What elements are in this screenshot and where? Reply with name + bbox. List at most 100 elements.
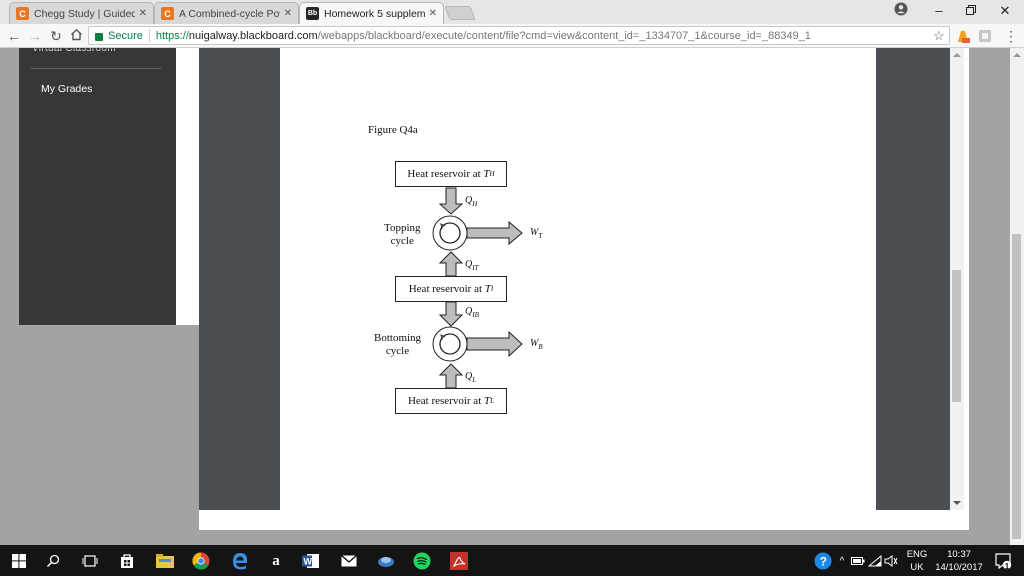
chevron-up-icon[interactable]: ^: [839, 555, 845, 567]
windows-taskbar: a W ? ^ ENG UK 10:37 14/10/2017 1: [0, 545, 1024, 576]
divider: [31, 68, 161, 69]
sidebar-item-virtual-classroom[interactable]: Virtual Classroom: [32, 43, 116, 55]
edge-icon[interactable]: [229, 550, 251, 572]
ql-label: QL: [465, 371, 476, 384]
w-symbol: W: [530, 338, 539, 349]
extension-honey-icon[interactable]: [955, 28, 971, 44]
heat-flow-arrow-qh: [438, 187, 464, 215]
divider: [148, 29, 150, 42]
store-icon[interactable]: [116, 550, 138, 572]
lock-icon: [95, 32, 103, 41]
battery-icon[interactable]: [847, 550, 869, 572]
notification-center-icon[interactable]: 1: [992, 550, 1014, 572]
spotify-icon[interactable]: [411, 550, 433, 572]
heat-flow-arrow-ql: [438, 363, 464, 389]
file-explorer-icon[interactable]: [154, 550, 176, 572]
acrobat-icon[interactable]: [448, 550, 470, 572]
chegg-favicon-icon: C: [161, 7, 174, 20]
clock[interactable]: 10:37 14/10/2017: [933, 548, 985, 574]
language-code: ENG: [906, 549, 928, 560]
temp-symbol: T: [484, 395, 491, 407]
w-symbol: W: [530, 227, 539, 238]
w-subscript: T: [538, 232, 543, 240]
tab-homework-5[interactable]: Bb Homework 5 supplemen ✕: [299, 2, 444, 24]
unknown-app-icon[interactable]: [375, 550, 397, 572]
url-path: /webapps/blackboard/execute/content/file…: [317, 29, 811, 42]
bookmark-star-icon[interactable]: ☆: [933, 28, 945, 43]
heat-flow-arrow-qib: [438, 301, 464, 327]
mail-icon[interactable]: [338, 550, 360, 572]
q-symbol: Q: [465, 195, 473, 206]
help-icon[interactable]: ?: [812, 550, 834, 572]
volume-icon[interactable]: [880, 550, 902, 572]
close-tab-icon[interactable]: ✕: [138, 8, 147, 19]
qit-label: QIT: [465, 259, 478, 272]
heat-flow-arrow-qit: [438, 251, 464, 277]
language-indicator[interactable]: ENG UK: [904, 548, 930, 574]
scroll-up-arrow-icon[interactable]: [1013, 53, 1021, 57]
q-symbol: Q: [465, 371, 473, 382]
figure-caption: Figure Q4a: [368, 124, 418, 136]
close-tab-icon[interactable]: ✕: [283, 8, 292, 19]
temp-subscript: L: [490, 397, 495, 405]
pdf-margin-left: [199, 48, 280, 510]
reservoir-label: Heat reservoir at: [407, 395, 482, 407]
amazon-icon[interactable]: a: [272, 552, 280, 569]
word-icon[interactable]: W: [300, 550, 322, 572]
url-host: nuigalway.blackboard.com: [188, 29, 318, 42]
page-scrollbar-thumb[interactable]: [1012, 234, 1021, 539]
sidebar-item-my-grades[interactable]: My Grades: [41, 83, 93, 95]
work-arrow-wt: [466, 220, 523, 246]
url-scheme: https://: [155, 29, 189, 42]
q-subscript: IT: [472, 264, 479, 272]
qh-label: QH: [465, 195, 477, 208]
wt-label: WT: [530, 227, 542, 240]
q-subscript: IB: [472, 311, 479, 319]
wifi-icon[interactable]: [864, 550, 886, 572]
chegg-favicon-icon: C: [16, 7, 29, 20]
address-bar[interactable]: Secure https://nuigalway.blackboard.com/…: [88, 26, 950, 45]
topping-line-1: Topping: [384, 222, 421, 234]
bottoming-line-2: cycle: [385, 345, 410, 357]
pdf-scrollbar-thumb[interactable]: [952, 270, 961, 402]
task-view-icon[interactable]: [79, 550, 101, 572]
topping-line-2: cycle: [390, 235, 414, 247]
close-window-button[interactable]: ✕: [999, 3, 1011, 18]
q-subscript: H: [472, 200, 478, 208]
extension-icon[interactable]: [977, 28, 993, 44]
forward-arrow-icon[interactable]: →: [28, 28, 42, 44]
back-arrow-icon[interactable]: ←: [7, 28, 21, 44]
svg-text:W: W: [304, 557, 313, 567]
minimize-button[interactable]: –: [935, 3, 943, 18]
course-menu-sidebar: Virtual Classroom My Grades: [19, 48, 176, 325]
chrome-menu-icon[interactable]: ⋮: [1004, 28, 1018, 44]
scroll-up-arrow-icon[interactable]: [953, 53, 961, 57]
clock-date: 14/10/2017: [935, 562, 983, 573]
tab-chegg-study[interactable]: C Chegg Study | Guided Sc ✕: [9, 2, 154, 24]
tab-title: A Combined-cycle Powe: [179, 7, 280, 20]
search-icon[interactable]: [42, 550, 64, 572]
temp-symbol: T: [484, 283, 491, 295]
scroll-down-arrow-icon[interactable]: [953, 501, 961, 505]
pdf-scrollbar[interactable]: [950, 48, 964, 510]
q-symbol: Q: [465, 259, 473, 270]
bottoming-line-1: Bottoming: [374, 332, 422, 344]
temp-subscript: H: [489, 170, 495, 178]
blackboard-favicon-icon: Bb: [306, 7, 319, 20]
windows-start-icon[interactable]: [8, 550, 30, 572]
home-icon[interactable]: [67, 27, 85, 45]
browser-toolbar: ← → ↻ Secure https://nuigalway.blackboar…: [0, 24, 1024, 48]
restore-button[interactable]: [956, 2, 986, 20]
language-region: UK: [910, 562, 924, 573]
profile-icon[interactable]: [886, 2, 916, 20]
reload-icon[interactable]: ↻: [50, 28, 62, 44]
close-tab-icon[interactable]: ✕: [428, 8, 437, 19]
qib-label: QIB: [465, 306, 479, 319]
clock-time: 10:37: [947, 549, 971, 560]
chrome-icon[interactable]: [190, 550, 212, 572]
svg-text:?: ?: [820, 555, 827, 569]
page-scrollbar[interactable]: [1010, 48, 1024, 545]
tab-combined-cycle[interactable]: C A Combined-cycle Powe ✕: [154, 2, 299, 24]
